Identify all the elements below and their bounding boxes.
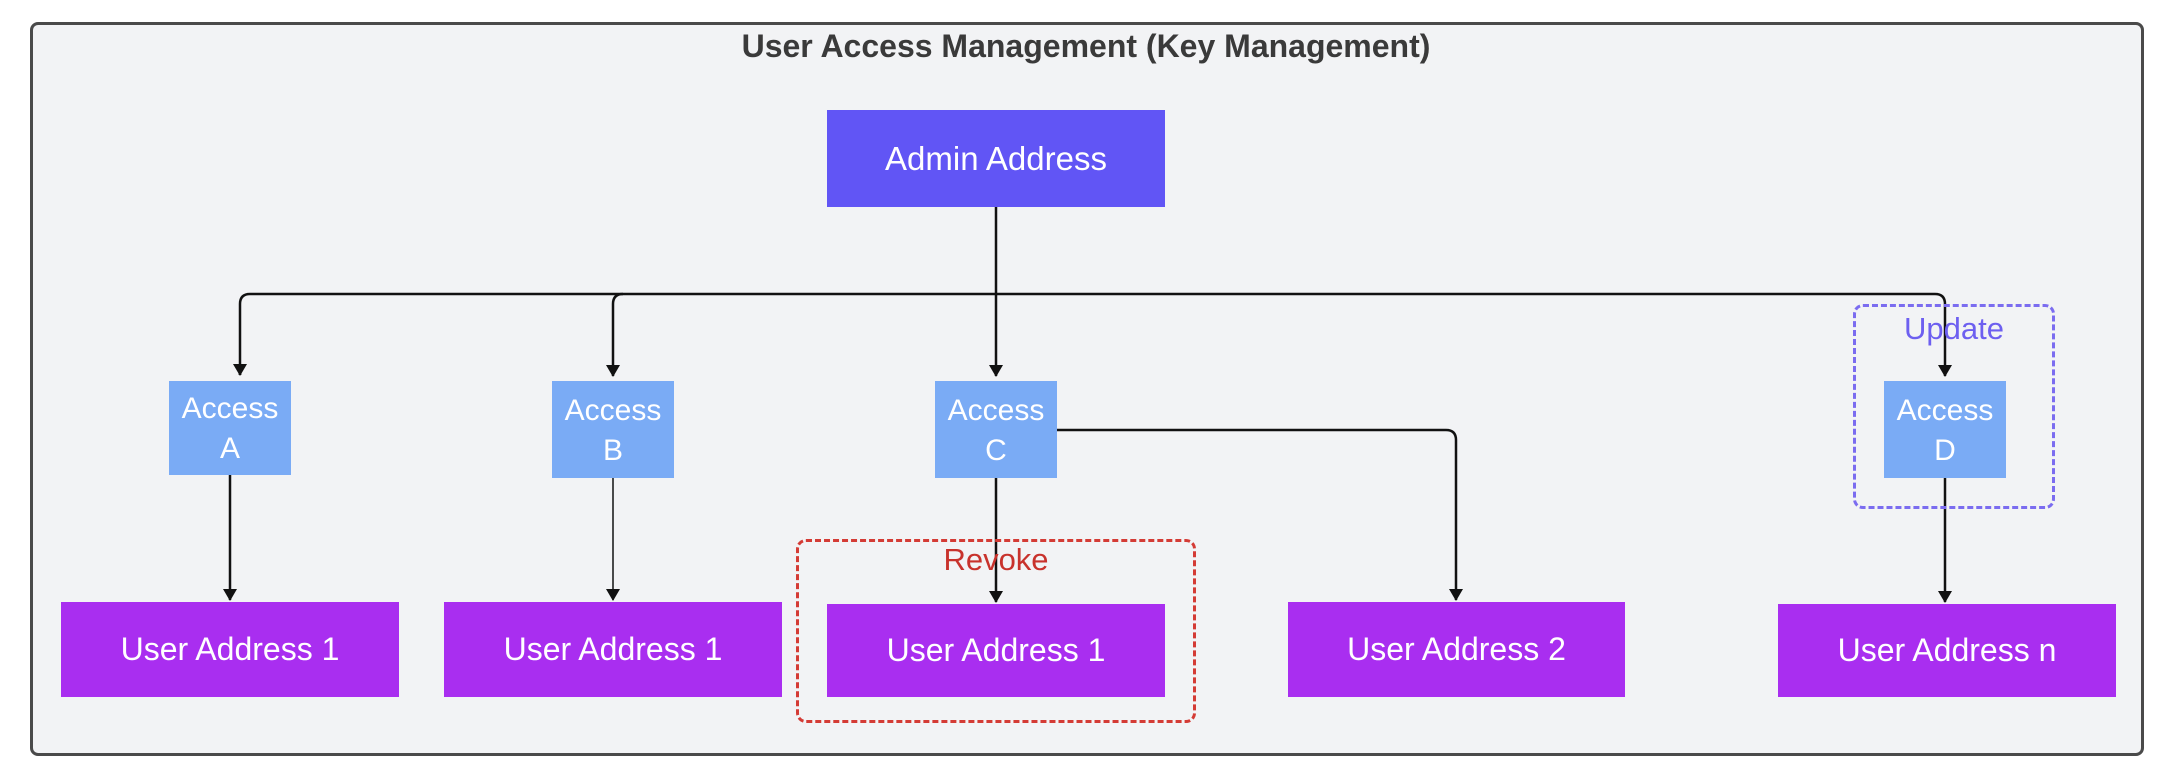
admin-address-node: Admin Address xyxy=(827,110,1165,207)
user-address-node-1: User Address 1 xyxy=(61,602,399,697)
admin-branch-line xyxy=(238,292,1952,377)
user-address-node-5: User Address n xyxy=(1778,604,2116,697)
access-b-line1: Access xyxy=(564,393,662,427)
access-c-line2: C xyxy=(985,433,1007,467)
user-address-node-2: User Address 1 xyxy=(444,602,782,697)
access-d-line1: Access xyxy=(1896,393,1994,427)
access-c-line1: Access xyxy=(947,393,1045,427)
access-b-line2: B xyxy=(602,433,623,467)
revoke-label: Revoke xyxy=(943,542,1049,577)
access-d-line2: D xyxy=(1934,433,1956,467)
access-c-to-user-2 xyxy=(1056,428,1463,601)
access-a-line1: Access xyxy=(181,392,279,425)
user-address-node-4: User Address 2 xyxy=(1288,602,1625,697)
update-label: Update xyxy=(1904,311,2004,346)
branch-to-access-b xyxy=(606,292,624,377)
user-address-node-3: User Address 1 xyxy=(827,604,1165,697)
revoke-group xyxy=(796,539,1196,723)
diagram-title: User Access Management (Key Management) xyxy=(741,28,1431,64)
update-group xyxy=(1853,304,2055,509)
access-a-line2: A xyxy=(219,432,240,465)
